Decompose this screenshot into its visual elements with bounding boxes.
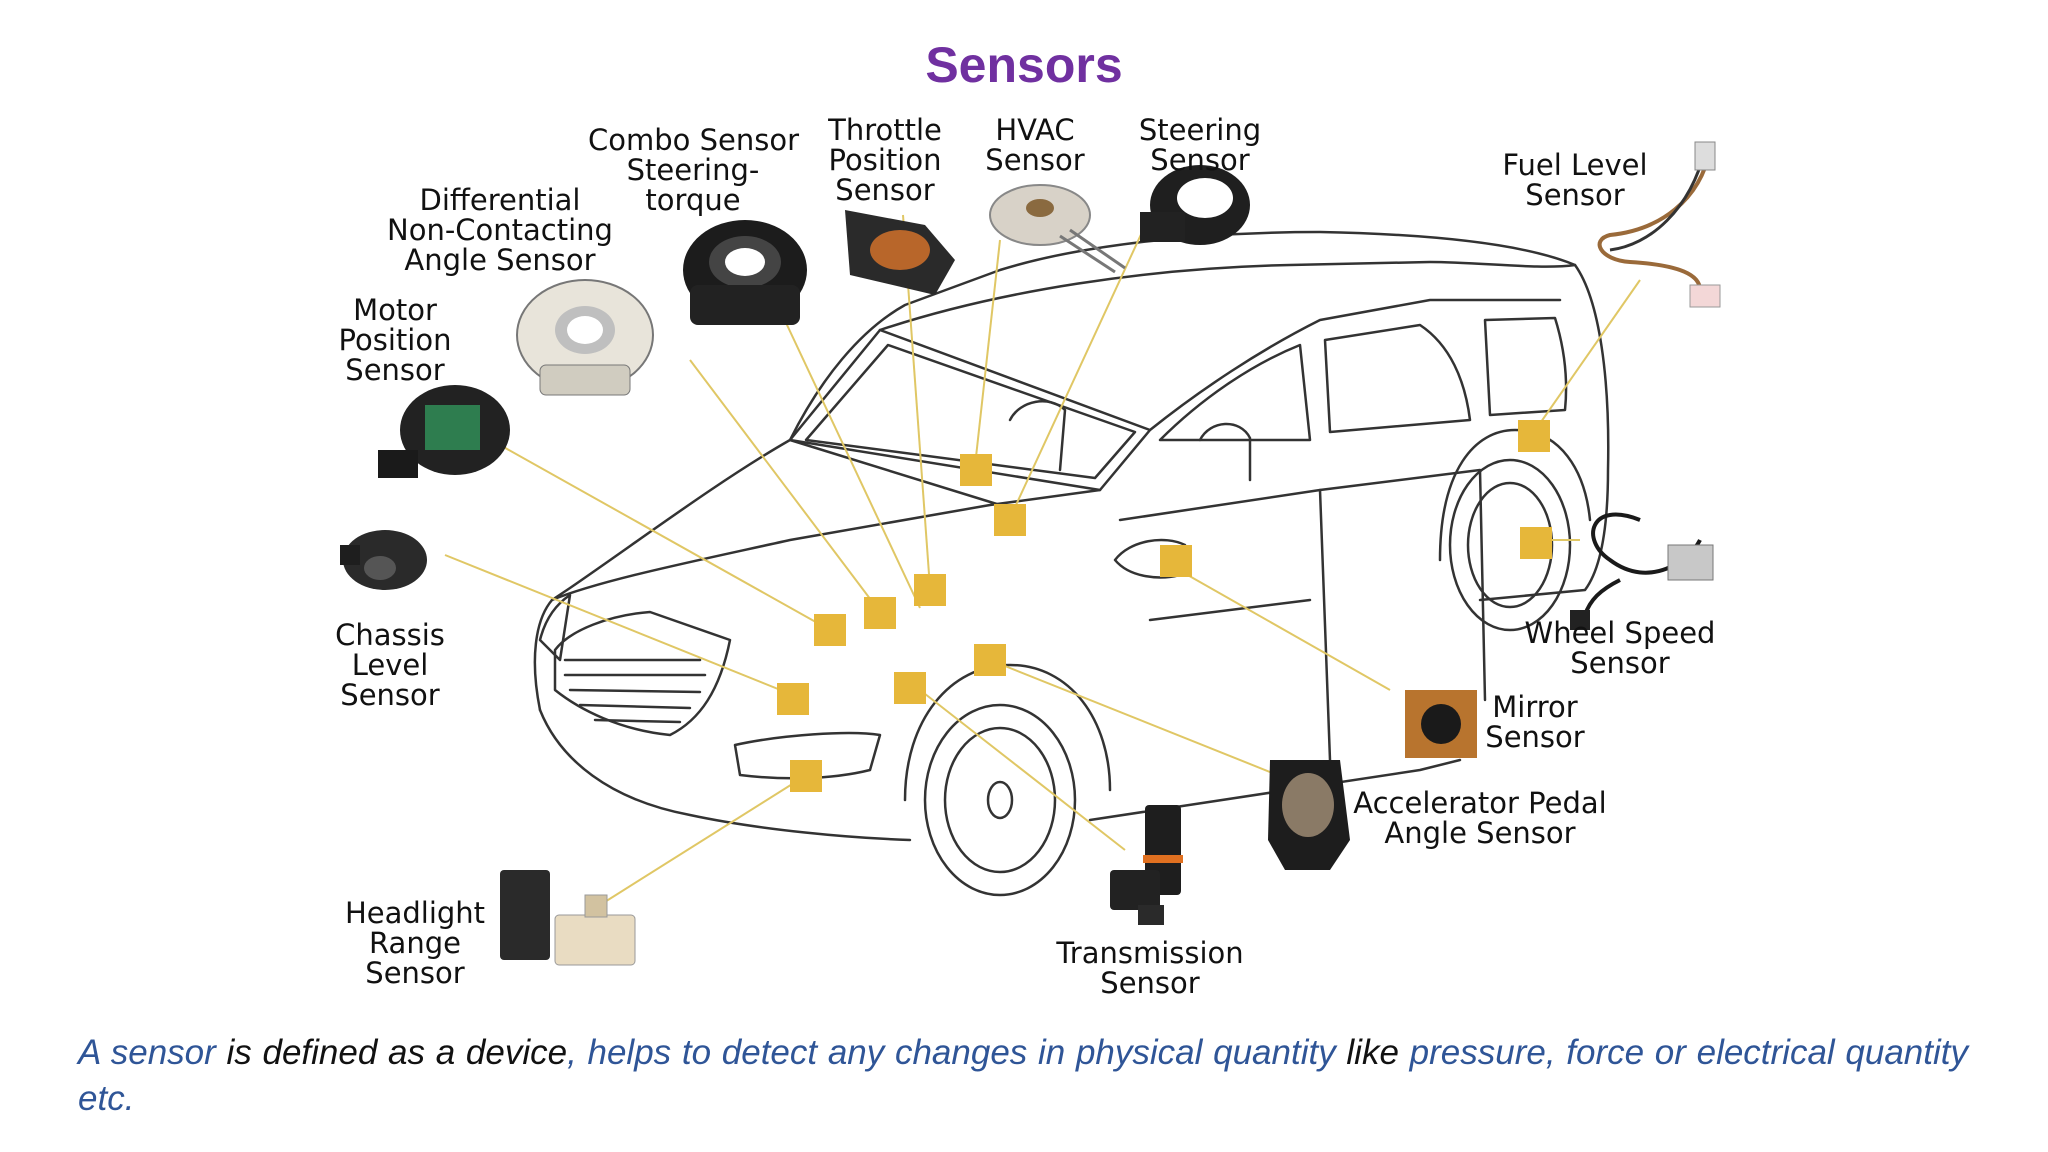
car-sensor-diagram	[340, 141, 1721, 966]
chassis-level-sensor-image	[340, 530, 427, 590]
definition-caption: A sensor is defined as a device, helps t…	[78, 1030, 1968, 1122]
motor-position-sensor-image	[378, 385, 510, 478]
caption-like: like	[1346, 1033, 1399, 1072]
caption-examples: pressure, force or electrical quantity e…	[78, 1033, 1968, 1118]
sensor-product-images	[340, 141, 1721, 966]
marker-motor-position	[814, 614, 846, 646]
marker-throttle	[914, 574, 946, 606]
page-title: Sensors	[925, 37, 1123, 93]
marker-transmission	[894, 672, 926, 704]
hvac-sensor-image	[989, 184, 1126, 274]
differential-angle-sensor-image	[516, 279, 654, 396]
fuel-level-sensor-image	[1597, 141, 1721, 308]
mirror-sensor-image	[1405, 690, 1477, 758]
throttle-position-sensor-image	[845, 210, 955, 295]
caption-term: A sensor	[78, 1033, 216, 1072]
steering-sensor-image	[1140, 165, 1250, 245]
marker-headlight	[790, 760, 822, 792]
wheel-speed-sensor-image	[1570, 512, 1714, 630]
marker-accelerator	[974, 644, 1006, 676]
marker-mirror	[1160, 545, 1192, 577]
marker-differential	[864, 597, 896, 629]
caption-definition: is defined as a device	[215, 1033, 568, 1072]
accelerator-pedal-sensor-image	[1268, 760, 1350, 870]
marker-wheel-speed	[1520, 527, 1552, 559]
combo-sensor-image	[683, 220, 807, 325]
transmission-sensor-image	[1110, 805, 1183, 925]
marker-hvac	[960, 454, 992, 486]
car-outline	[533, 230, 1610, 897]
headlight-range-sensor-image	[500, 870, 636, 966]
marker-chassis	[777, 683, 809, 715]
marker-fuel-level	[1518, 420, 1550, 452]
caption-detail: , helps to detect any changes in physica…	[567, 1033, 1347, 1072]
marker-steering	[994, 504, 1026, 536]
